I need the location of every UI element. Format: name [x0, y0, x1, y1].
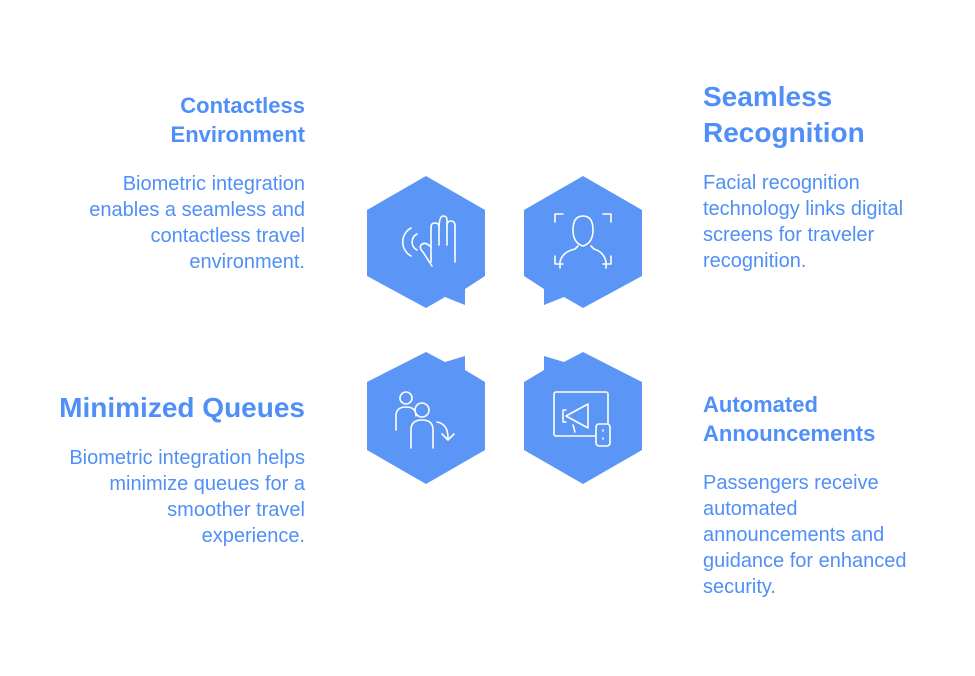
text-line: minimize queues for a: [109, 473, 305, 495]
hexagon-announcements: [524, 352, 642, 484]
item-description: Biometric integration enables a seamless…: [5, 171, 305, 275]
item-automated-announcements: Automated Announcements Passengers recei…: [703, 390, 968, 600]
text-line: Minimized Queues: [59, 392, 305, 423]
text-line: Announcements: [703, 421, 876, 446]
text-line: security.: [703, 576, 776, 598]
item-title: Contactless Environment: [5, 91, 305, 149]
text-line: enables a seamless and: [89, 199, 305, 221]
text-line: Automated: [703, 392, 818, 417]
text-line: automated: [703, 498, 798, 520]
item-title: Automated Announcements: [703, 390, 968, 448]
text-line: screens for traveler: [703, 224, 875, 246]
item-description: Biometric integration helps minimize que…: [0, 445, 305, 549]
item-description: Passengers receive automated announcemen…: [703, 470, 968, 600]
text-line: guidance for enhanced: [703, 550, 907, 572]
text-line: technology links digital: [703, 198, 904, 220]
text-line: contactless travel: [150, 225, 305, 247]
text-line: experience.: [201, 525, 305, 547]
text-line: Recognition: [703, 117, 865, 148]
megaphone-screen-icon: [553, 391, 611, 447]
hexagon-queues: [367, 352, 485, 484]
text-line: smoother travel: [167, 499, 305, 521]
text-line: Seamless: [703, 81, 833, 112]
people-queue-icon: [395, 391, 455, 449]
item-seamless-recognition: Seamless Recognition Facial recognition …: [703, 79, 968, 274]
item-title: Minimized Queues: [0, 390, 305, 426]
item-contactless-environment: Contactless Environment Biometric integr…: [5, 91, 305, 275]
face-scan-icon: [554, 213, 612, 269]
item-description: Facial recognition technology links digi…: [703, 170, 968, 274]
hexagon-recognition: [524, 176, 642, 308]
hexagon-contactless: [367, 176, 485, 308]
text-line: announcements and: [703, 524, 885, 546]
text-line: Passengers receive: [703, 472, 879, 494]
hand-touch-icon: [402, 215, 456, 267]
text-line: Biometric integration helps: [69, 447, 305, 469]
item-minimized-queues: Minimized Queues Biometric integration h…: [0, 390, 305, 549]
text-line: Environment: [170, 122, 305, 147]
text-line: Biometric integration: [122, 173, 305, 195]
text-line: Contactless: [180, 93, 305, 118]
text-line: Facial recognition: [703, 172, 860, 194]
text-line: recognition.: [703, 250, 807, 272]
text-line: environment.: [189, 251, 305, 273]
item-title: Seamless Recognition: [703, 79, 968, 151]
